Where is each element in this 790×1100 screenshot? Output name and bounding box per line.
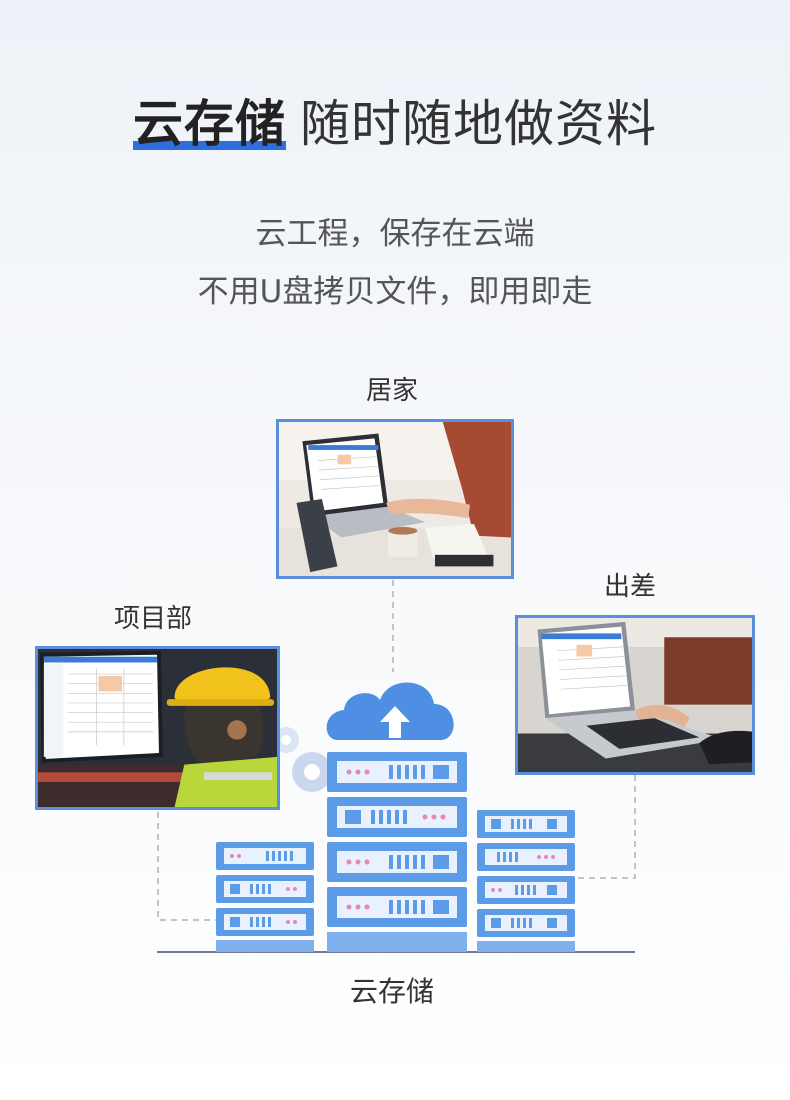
project-illustration (38, 649, 277, 807)
cloud-upload-icon (326, 682, 454, 740)
headline-bold: 云存储 (133, 92, 286, 156)
home-illustration (279, 422, 511, 576)
server-rack-left (216, 842, 314, 952)
label-home: 居家 (366, 376, 419, 406)
label-travel: 出差 (604, 572, 657, 602)
travel-illustration (518, 618, 752, 772)
gear-icon (273, 727, 332, 792)
headline-light: 随时随地做资料 (300, 95, 657, 153)
label-project: 项目部 (114, 604, 193, 634)
photo-home (276, 419, 514, 579)
dashed-connectors (157, 580, 636, 921)
server-rack-right (477, 810, 575, 952)
subtitle-line-2: 不用U盘拷贝文件，即用即走 (197, 274, 593, 310)
subtitle-line-1: 云工程，保存在云端 (255, 216, 535, 252)
photo-project (35, 646, 280, 810)
photo-travel (515, 615, 755, 775)
server-rack-center (327, 752, 467, 952)
headline: 云存储随时随地做资料 (0, 92, 790, 156)
label-storage: 云存储 (350, 975, 435, 1008)
